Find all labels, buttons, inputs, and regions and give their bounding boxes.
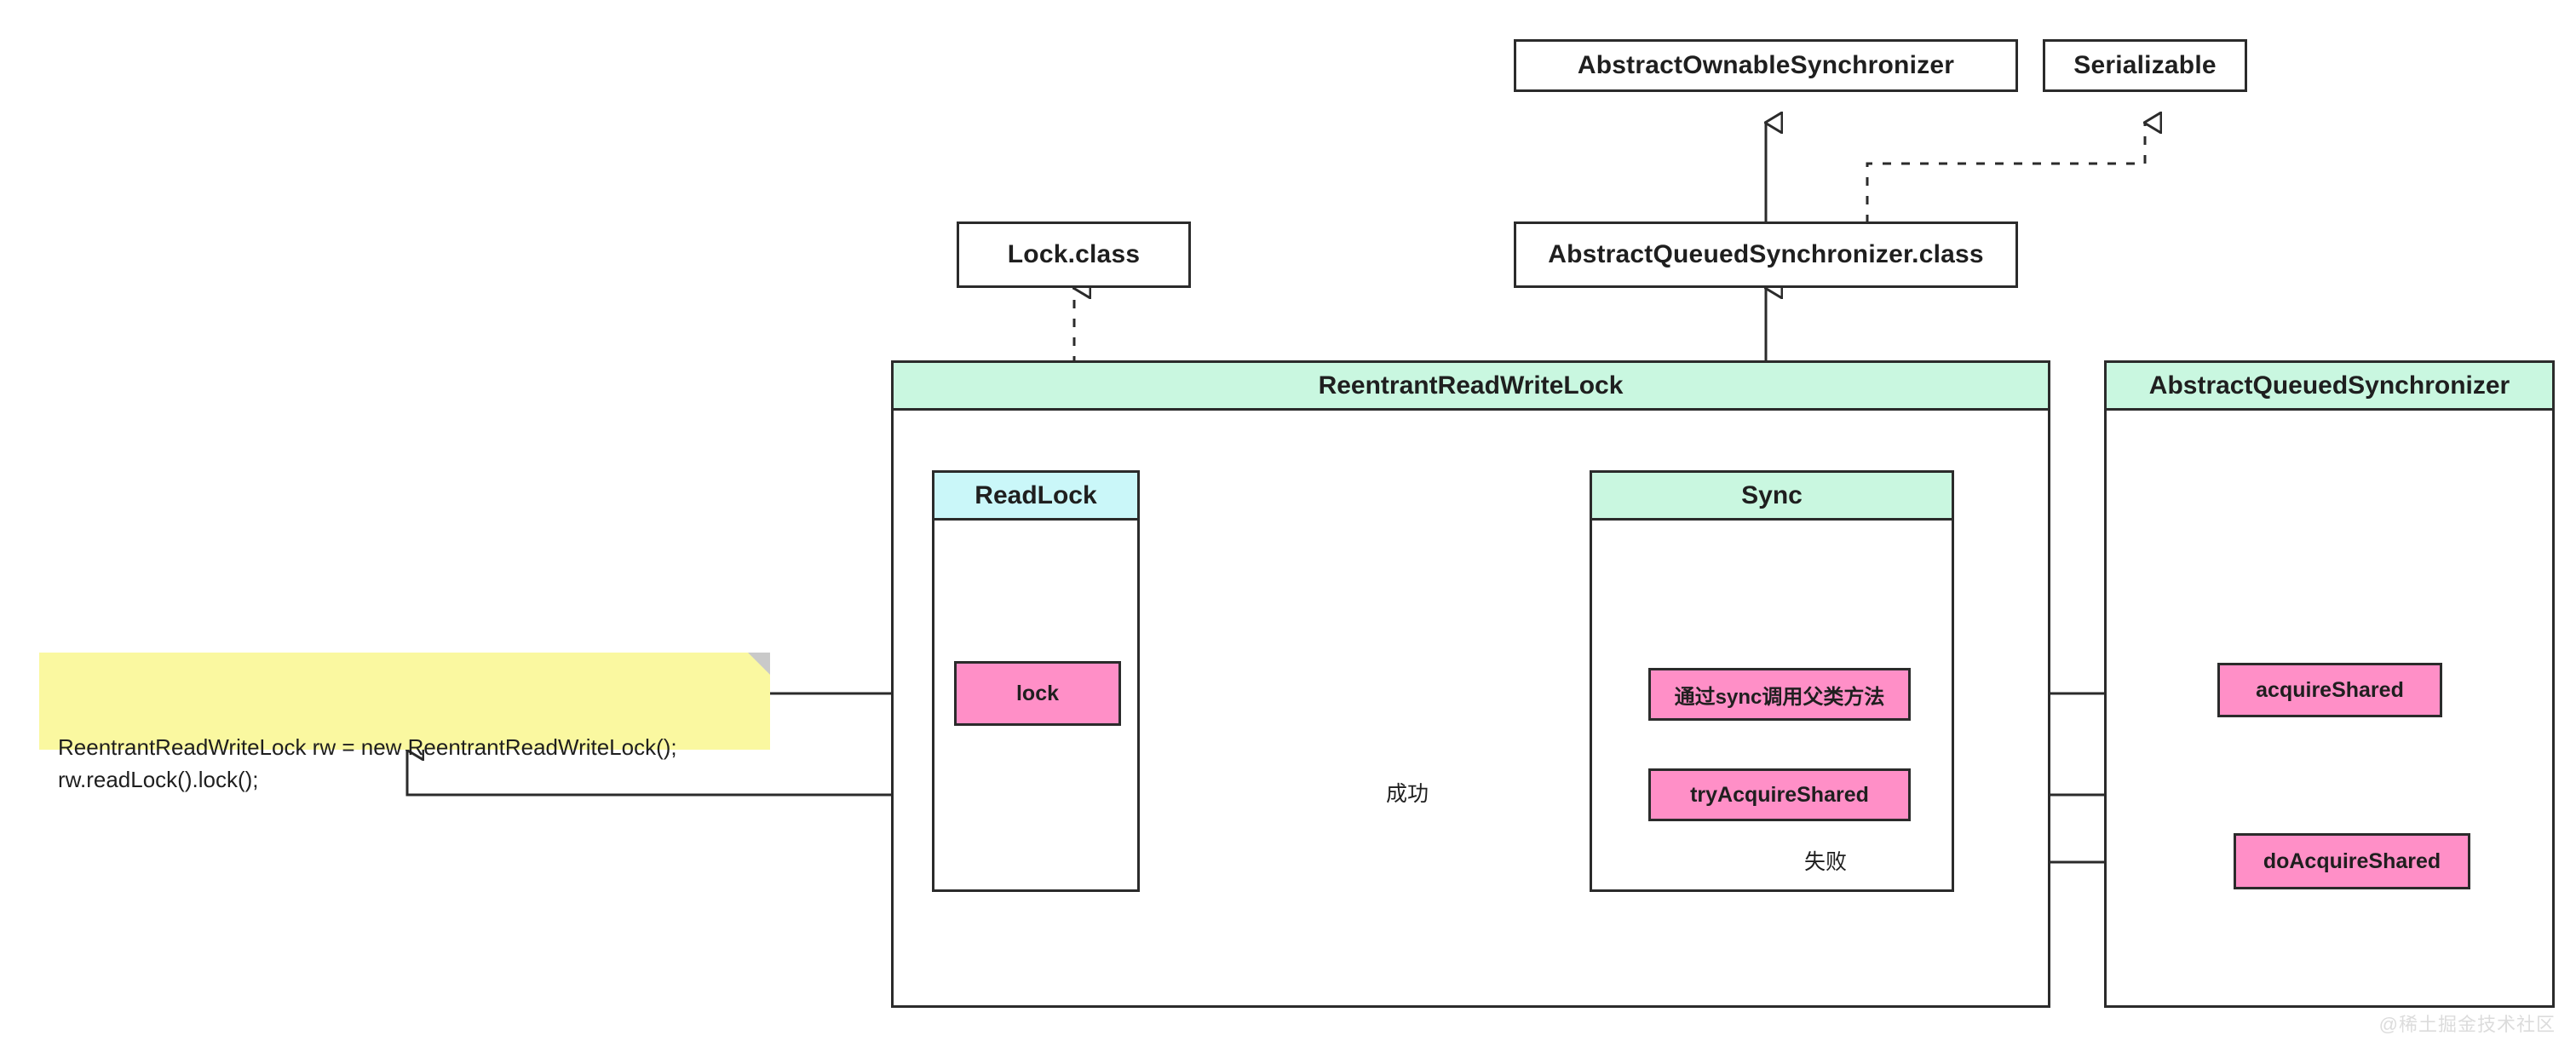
code-note-text: ReentrantReadWriteLock rw = new Reentran… [58,734,677,793]
edge-aqs-to-serializable [1866,123,2145,223]
class-label-abstract-ownable-synchronizer: AbstractOwnableSynchronizer [1577,51,1955,79]
class-label-serializable: Serializable [2073,51,2217,79]
member-label-call-parent-via-sync: 通过sync调用父类方法 [1674,685,1885,709]
class-box-abstract-ownable-synchronizer[interactable]: AbstractOwnableSynchronizer [1514,39,2018,92]
class-box-lock-class[interactable]: Lock.class [957,221,1191,288]
container-abstract-queued-synchronizer[interactable]: AbstractQueuedSynchronizer [2104,360,2555,1008]
member-acquire-shared[interactable]: acquireShared [2217,663,2442,717]
container-label-read-lock: ReadLock [975,480,1097,509]
watermark-text: @稀土掘金技术社区 [2378,1014,2556,1035]
member-label-acquire-shared: acquireShared [2256,677,2404,702]
container-header-reentrant-read-write-lock: ReentrantReadWriteLock [894,363,2048,411]
edge-label-success: 成功 [1381,777,1435,808]
container-label-reentrant-read-write-lock: ReentrantReadWriteLock [1318,371,1624,400]
member-label-do-acquire-shared: doAcquireShared [2263,849,2441,873]
container-header-sync: Sync [1592,473,1952,521]
class-label-lock-class: Lock.class [1007,240,1141,268]
edge-label-failure: 失败 [1799,845,1853,876]
edge-label-text-failure: 失败 [1804,850,1848,874]
container-label-abstract-queued-synchronizer: AbstractQueuedSynchronizer [2148,371,2510,400]
member-lock[interactable]: lock [954,661,1121,726]
member-label-lock: lock [1015,681,1060,705]
class-box-abstract-queued-synchronizer-class[interactable]: AbstractQueuedSynchronizer.class [1514,221,2018,288]
member-label-try-acquire-shared: tryAcquireShared [1690,782,1869,807]
code-note[interactable]: ReentrantReadWriteLock rw = new Reentran… [39,653,770,792]
container-header-read-lock: ReadLock [934,473,1137,521]
note-fold-corner [748,653,770,675]
member-call-parent-via-sync[interactable]: 通过sync调用父类方法 [1648,668,1911,721]
watermark: @稀土掘金技术社区 [2379,1010,2556,1037]
edge-label-text-success: 成功 [1386,782,1429,806]
member-try-acquire-shared[interactable]: tryAcquireShared [1648,768,1911,821]
class-box-serializable[interactable]: Serializable [2043,39,2247,92]
class-label-abstract-queued-synchronizer-class: AbstractQueuedSynchronizer.class [1548,240,1984,268]
member-do-acquire-shared[interactable]: doAcquireShared [2234,833,2470,889]
container-label-sync: Sync [1741,480,1803,509]
container-header-abstract-queued-synchronizer: AbstractQueuedSynchronizer [2107,363,2552,411]
